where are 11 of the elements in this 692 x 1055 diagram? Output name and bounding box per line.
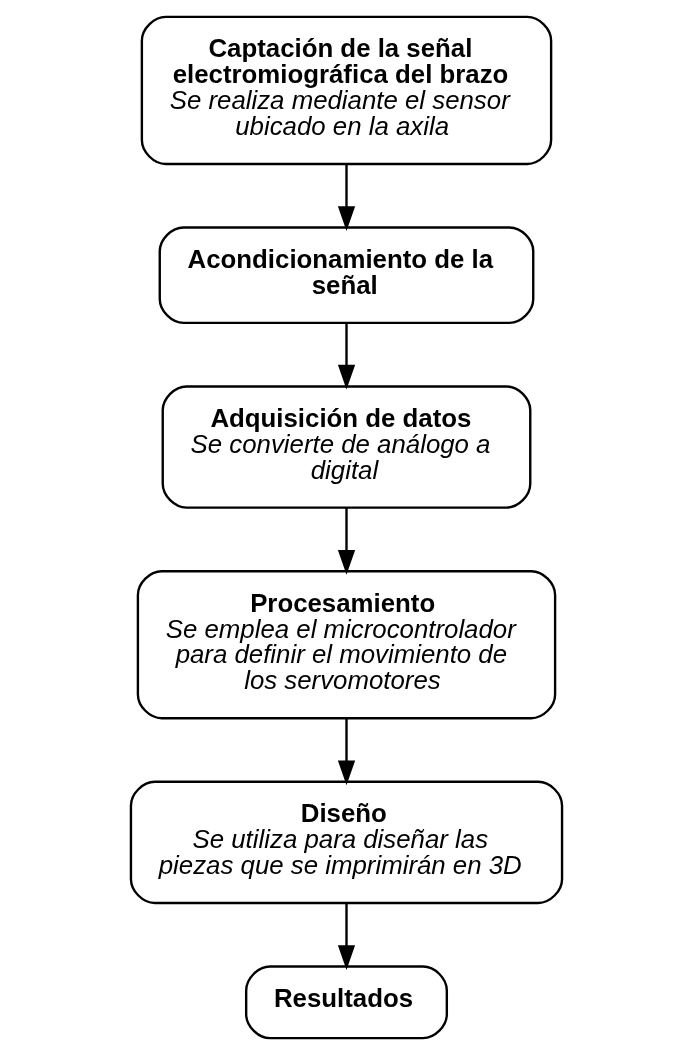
- node-box: Captación de la señal electromiográfica del brazo Se realiza mediante el sensor ubicado en la axila: [140, 15, 552, 166]
- arrow: [337, 903, 355, 970]
- arrow: [337, 164, 355, 231]
- arrow: [337, 718, 355, 786]
- node-box: Diseño Se utiliza para diseñar las piezas que se imprimirán en 3D: [129, 780, 563, 905]
- node-box: Adquisición de datos Se convierte de análogo a digital: [161, 385, 531, 509]
- node-box: Resultados: [244, 965, 448, 1040]
- arrow: [337, 507, 355, 575]
- node-box: Acondicionamiento de la señal: [158, 226, 534, 325]
- node-box: Procesamiento Se emplea el microcontrolador para definir el movimiento de los servomotores: [136, 570, 556, 720]
- arrow: [337, 323, 355, 390]
